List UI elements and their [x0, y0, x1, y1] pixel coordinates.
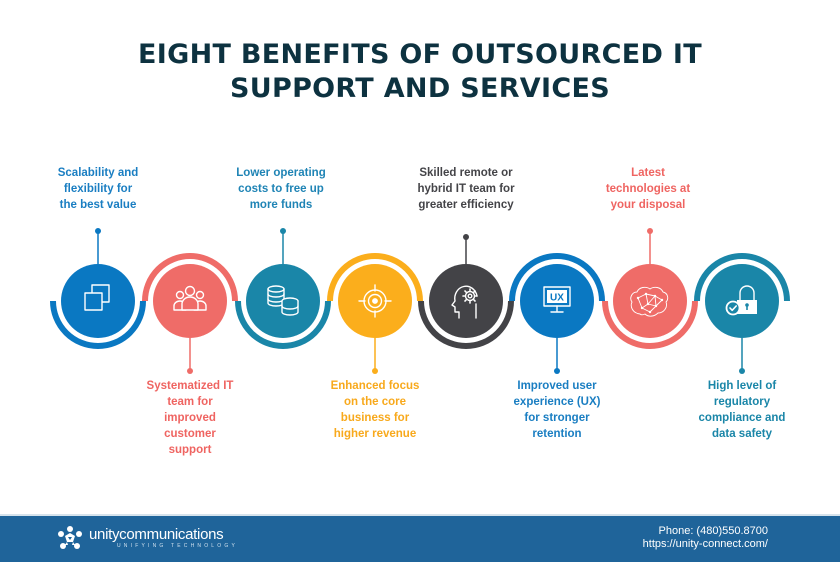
target-crosshair-icon [358, 284, 392, 318]
benefit-label-3: Lower operating costs to free up more fu… [236, 167, 326, 211]
benefit-label-5: Skilled remote or hybrid IT team for gre… [417, 167, 515, 211]
connector-dot-5 [463, 234, 469, 240]
brand-name: unitycommunications [89, 525, 224, 543]
benefit-label-4: Enhanced focus on the core business for … [330, 380, 420, 440]
benefit-circle-7 [613, 264, 687, 338]
brand-tagline: UNIFYING TECHNOLOGY [117, 542, 238, 549]
arc-1 [50, 300, 146, 349]
team-people-icon [173, 285, 207, 311]
arc-3 [235, 300, 331, 349]
ux-icon-text: UX [550, 293, 564, 304]
arc-7 [602, 300, 698, 349]
brand-logo: unitycommunications UNIFYING TECHNOLOGY [57, 525, 238, 551]
connector-dot-8 [739, 368, 745, 374]
benefit-label-2: Systematized IT team for improved custom… [146, 380, 234, 456]
connector-dot-1 [95, 228, 101, 234]
website-link[interactable]: https://unity-connect.com/ [642, 538, 768, 550]
ux-monitor-icon [543, 286, 571, 313]
connector-dot-3 [280, 228, 286, 234]
benefits-diagram: UX [50, 228, 790, 374]
title-line-1: EIGHT BENEFITS OF OUTSOURCED IT [138, 39, 702, 70]
connector-dot-4 [372, 368, 378, 374]
brain-network-icon [630, 286, 669, 317]
footer-bar: unitycommunications UNIFYING TECHNOLOGY … [0, 514, 840, 562]
coin-stacks-icon [267, 285, 299, 316]
arc-5 [418, 300, 514, 349]
benefit-label-8: High level of regulatory compliance and … [698, 380, 786, 440]
unity-logo-icon [58, 526, 82, 549]
connector-dot-2 [187, 368, 193, 374]
head-gear-icon [451, 285, 478, 319]
connector-dot-7 [647, 228, 653, 234]
arc-2 [142, 253, 238, 302]
arc-4 [327, 253, 423, 302]
benefit-label-7: Latest technologies at your disposal [605, 167, 691, 211]
page-title: EIGHT BENEFITS OF OUTSOURCED IT SUPPORT … [0, 38, 840, 106]
benefit-label-6: Improved user experience (UX) for strong… [513, 380, 601, 440]
padlock-check-icon [725, 285, 757, 316]
contact-info: Phone: (480)550.8700 https://unity-conne… [643, 525, 768, 551]
connector-dot-6 [554, 368, 560, 374]
title-line-2: SUPPORT AND SERVICES [230, 73, 610, 104]
phone-number: Phone: (480)550.8700 [658, 525, 768, 537]
arc-6 [509, 253, 605, 302]
arc-8 [694, 253, 790, 302]
copy-squares-icon [84, 284, 110, 311]
benefit-label-1: Scalability and flexibility for the best… [57, 167, 139, 211]
